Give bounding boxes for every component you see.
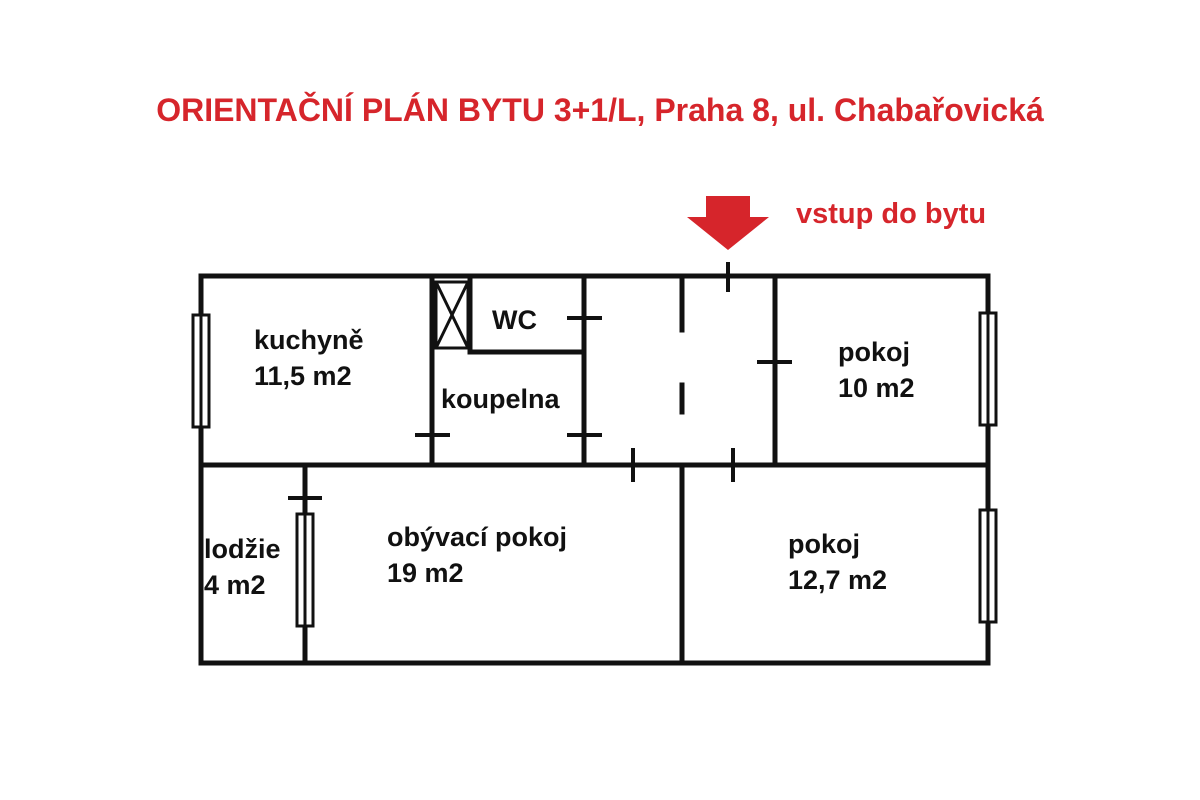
door-marks: [288, 262, 792, 500]
room-bathroom: koupelna: [441, 381, 560, 417]
room-bedroom-2: pokoj 12,7 m2: [788, 526, 887, 598]
room-bedroom-2-area: 12,7 m2: [788, 565, 888, 595]
room-kitchen: kuchyně 11,5 m2: [254, 322, 364, 394]
ventilation-shaft-icon: [434, 280, 470, 350]
room-bathroom-name: koupelna: [441, 384, 560, 414]
room-kitchen-area: 11,5 m2: [254, 361, 352, 391]
room-living: obývací pokoj 19 m2: [387, 519, 567, 591]
room-living-name: obývací pokoj: [387, 522, 568, 552]
room-bedroom-1-name: pokoj: [838, 337, 910, 367]
room-wc-name: WC: [492, 305, 537, 335]
room-wc: WC: [492, 302, 537, 338]
room-bedroom-1: pokoj 10 m2: [838, 334, 915, 406]
room-bedroom-1-area: 10 m2: [838, 373, 915, 403]
room-loggia-area: 4 m2: [204, 570, 266, 600]
room-kitchen-name: kuchyně: [254, 325, 364, 355]
windows: [191, 311, 998, 628]
room-bedroom-2-name: pokoj: [788, 529, 860, 559]
room-loggia-name: lodžie: [204, 534, 281, 564]
entrance-label: vstup do bytu: [796, 198, 987, 230]
room-living-area: 19 m2: [387, 558, 464, 588]
plan-title: ORIENTAČNÍ PLÁN BYTU 3+1/L, Praha 8, ul.…: [156, 92, 1044, 128]
outer-wall: [198, 273, 991, 666]
room-loggia: lodžie 4 m2: [204, 531, 281, 603]
arrow-down-icon: [687, 196, 769, 250]
